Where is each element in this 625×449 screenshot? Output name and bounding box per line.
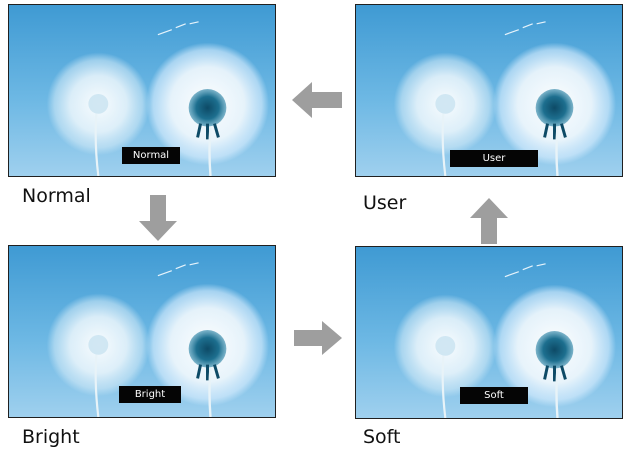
- caption-user: User: [363, 192, 407, 214]
- arrow-up-icon: [470, 198, 508, 244]
- caption-soft: Soft: [363, 426, 401, 448]
- mode-label-box: Bright: [119, 386, 181, 403]
- panel-bright: Bright: [8, 245, 276, 418]
- panel-soft: Soft: [355, 246, 623, 419]
- arrow-down-icon: [139, 195, 177, 241]
- mode-label-box: User: [450, 150, 538, 167]
- panel-normal: Normal: [8, 4, 276, 177]
- arrow-left-icon: [292, 82, 342, 118]
- mode-label-box: Soft: [460, 387, 528, 404]
- arrow-right-icon: [294, 321, 342, 355]
- caption-normal: Normal: [22, 185, 91, 207]
- panel-user: User: [355, 4, 623, 177]
- caption-bright: Bright: [22, 426, 80, 448]
- mode-label-box: Normal: [122, 147, 180, 164]
